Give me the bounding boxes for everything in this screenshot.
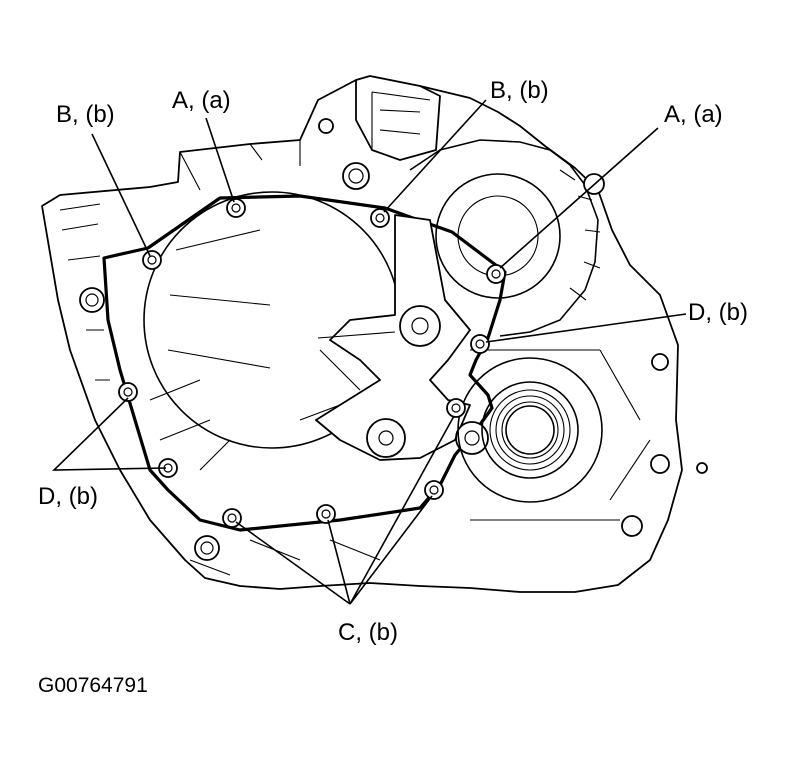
leader-a-top-left bbox=[205, 117, 235, 203]
leader-b-top-right bbox=[383, 99, 487, 213]
bolt-a-right bbox=[486, 264, 506, 284]
label-b-top-left: B, (b) bbox=[56, 101, 115, 128]
leader-d-left bbox=[51, 397, 167, 471]
leader-c-bottom bbox=[235, 415, 455, 605]
bolt-b-left bbox=[142, 250, 162, 270]
label-d-left: D, (b) bbox=[38, 483, 98, 510]
label-a-top-right: A, (a) bbox=[664, 101, 723, 128]
label-d-right: D, (b) bbox=[688, 299, 748, 326]
label-b-top-right: B, (b) bbox=[490, 77, 549, 104]
leader-b-top-left bbox=[91, 133, 151, 257]
bolt-d-left-upper bbox=[118, 382, 138, 402]
figure-id: G00764791 bbox=[38, 674, 148, 697]
output-housing bbox=[457, 357, 603, 503]
leader-d-right bbox=[485, 313, 687, 343]
cover-plate-outline bbox=[102, 194, 507, 532]
bolt-c-middle bbox=[316, 504, 336, 524]
bolt-b-right bbox=[370, 208, 390, 228]
bolt-c-right bbox=[424, 480, 444, 500]
bolt-d-left-lower bbox=[158, 458, 178, 478]
bolt-c-upper bbox=[446, 398, 466, 418]
label-a-top-left: A, (a) bbox=[172, 87, 231, 114]
bolt-a-left bbox=[226, 198, 246, 218]
bolt-d-right bbox=[470, 334, 490, 354]
center-web bbox=[315, 214, 471, 461]
label-c-bottom: C, (b) bbox=[338, 619, 398, 646]
leader-a-top-right bbox=[499, 127, 659, 269]
output-seal bbox=[505, 405, 555, 455]
top-mount-bracket bbox=[355, 75, 441, 161]
